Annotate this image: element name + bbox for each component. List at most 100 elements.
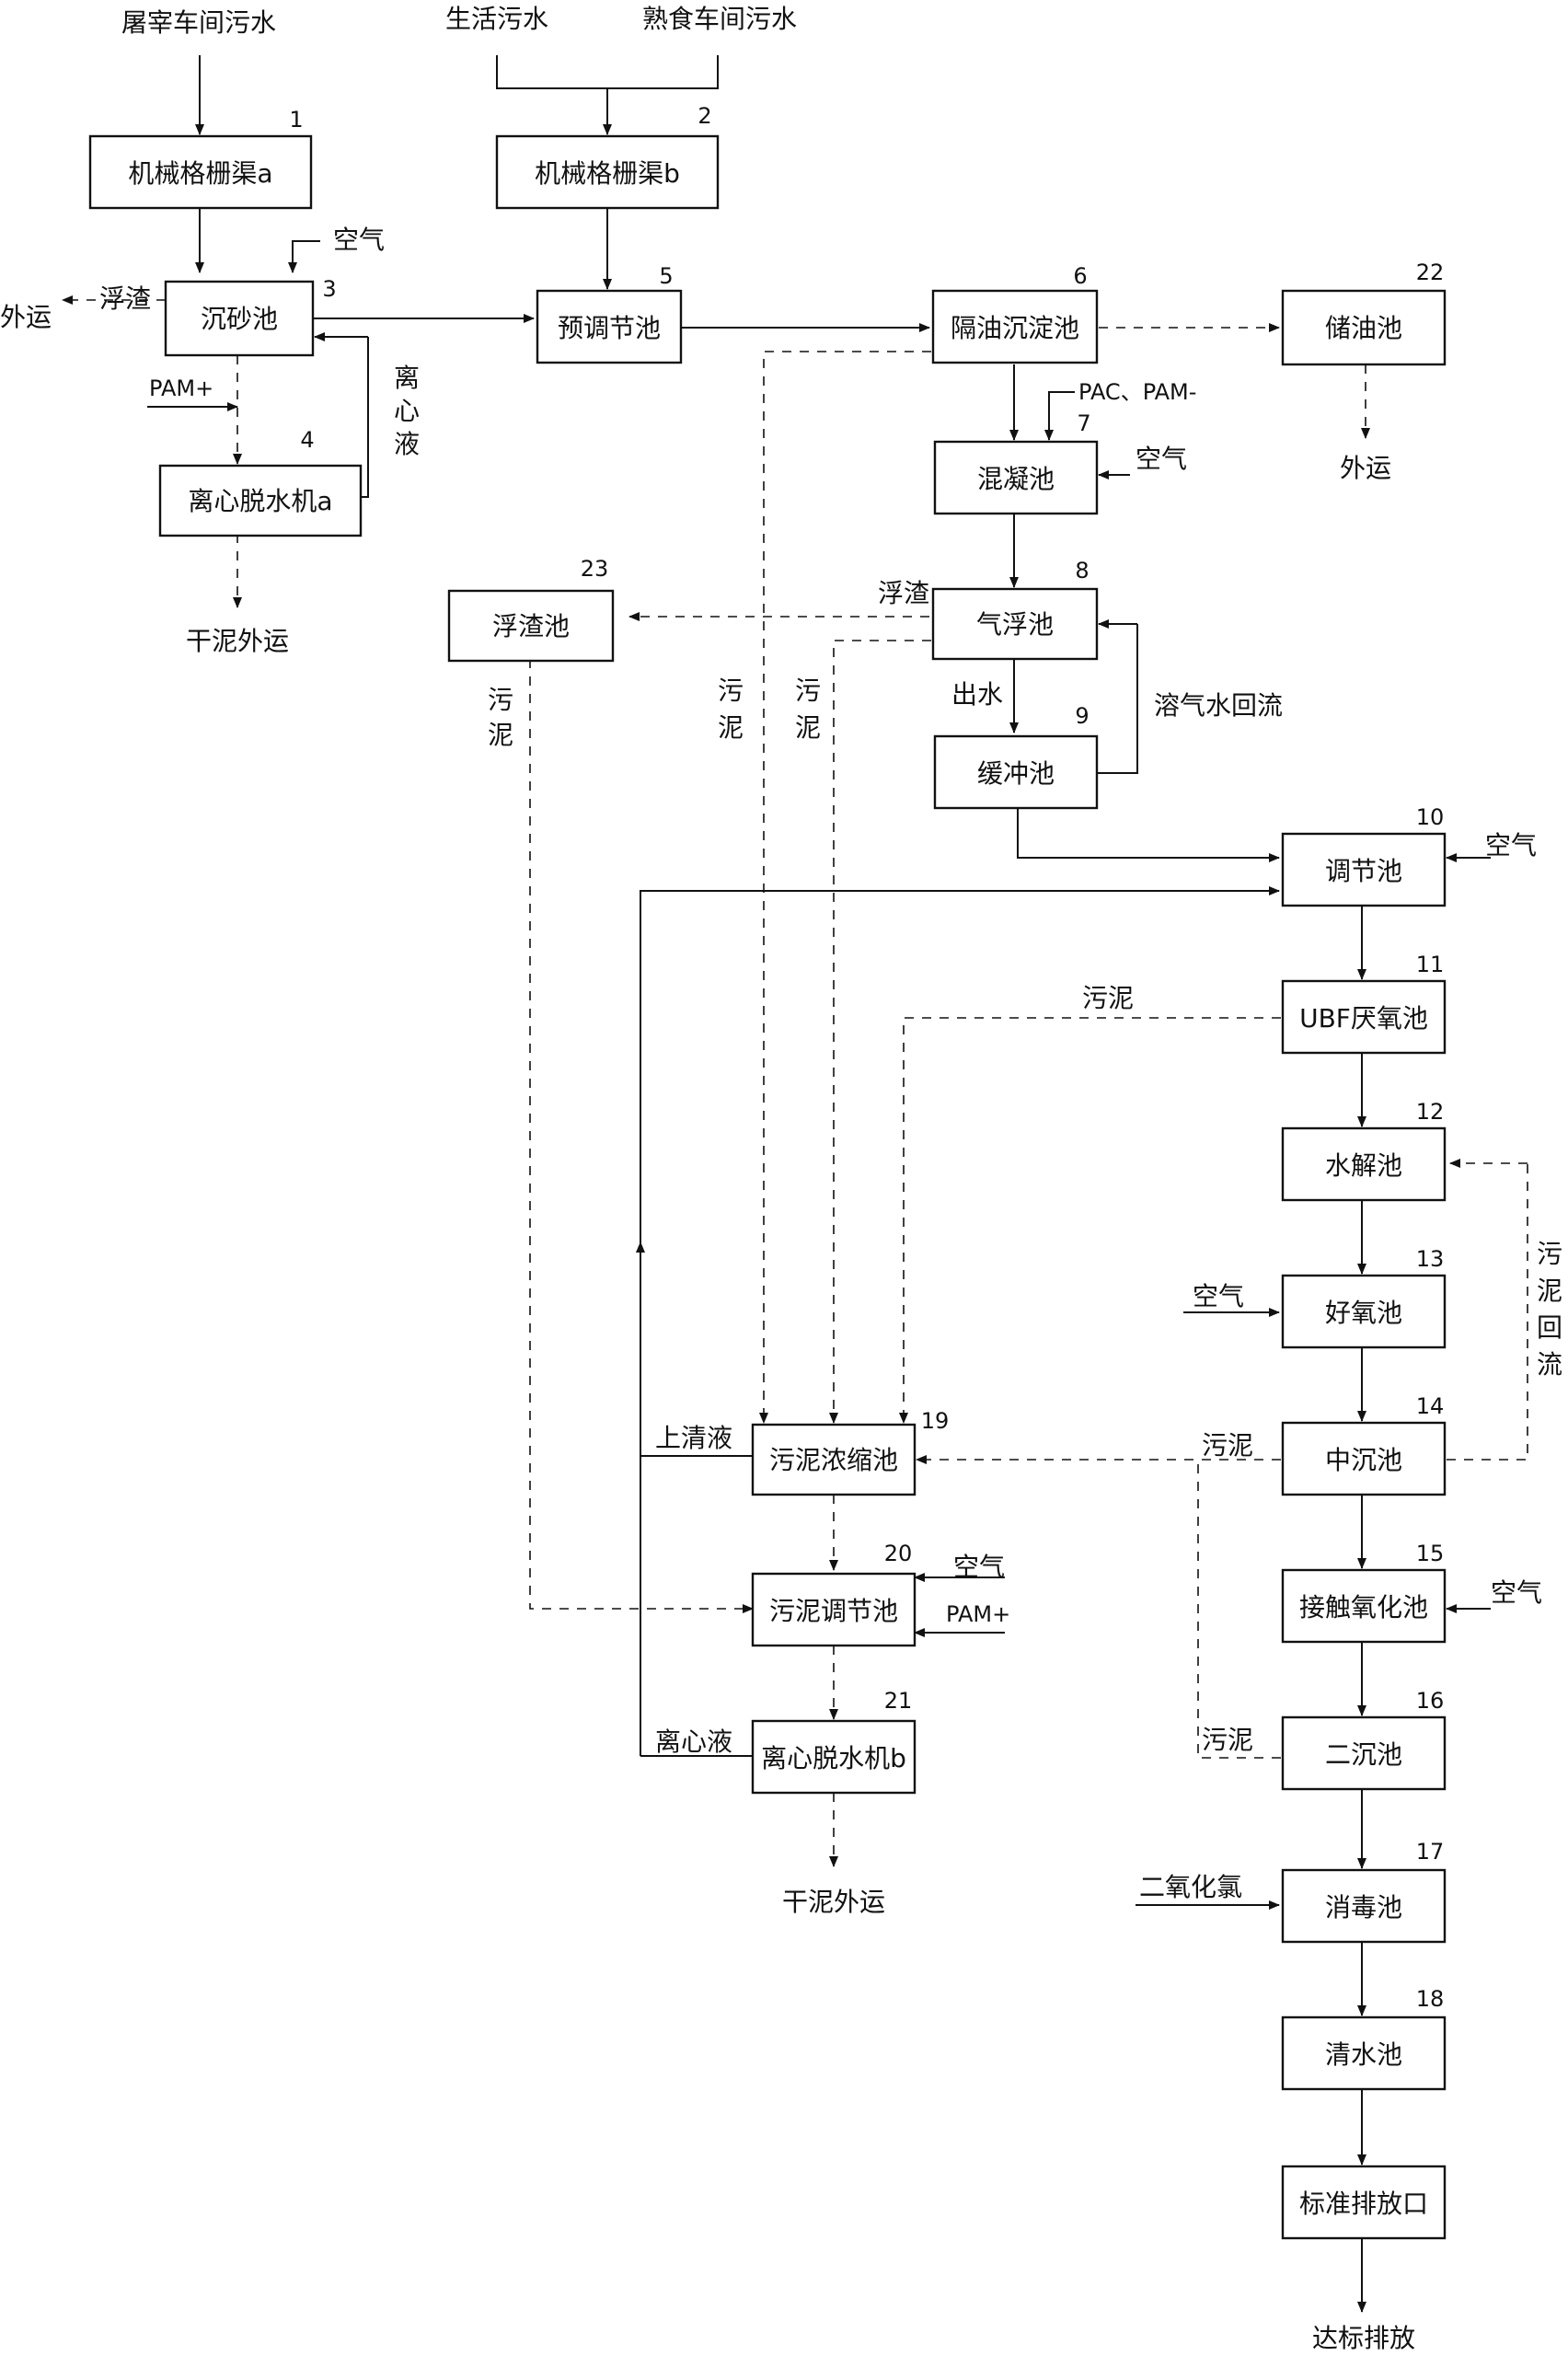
- sludge-label: 污泥: [1202, 1725, 1253, 1755]
- box-number: 23: [581, 556, 609, 582]
- centrate-label: 离 心 液: [394, 363, 428, 459]
- box-number: 13: [1416, 1246, 1445, 1272]
- box-20: 污泥调节池 20: [751, 1541, 917, 1647]
- box-14: 中沉池 14: [1281, 1393, 1447, 1496]
- air-label: 空气: [1485, 830, 1537, 860]
- source-domestic-label: 生活污水: [445, 4, 548, 34]
- annotations: 屠宰车间污水 生活污水 熟食车间污水 空气 浮渣 外运 PAM+ 离 心 液 干…: [0, 4, 1568, 2353]
- centrate-char: 离: [394, 363, 420, 393]
- box-label: 中沉池: [1325, 1445, 1402, 1475]
- box-number: 4: [300, 427, 314, 453]
- box-outlet: 标准排放口: [1281, 2165, 1447, 2240]
- air-label: 空气: [1193, 1281, 1244, 1311]
- box-number: 6: [1073, 263, 1087, 289]
- outbound-label: 外运: [1340, 453, 1391, 483]
- supernatant-label: 上清液: [655, 1423, 732, 1453]
- box-number: 7: [1077, 410, 1090, 436]
- box-label: 混凝池: [977, 464, 1055, 494]
- box-number: 5: [659, 263, 673, 289]
- pam-label: PAM+: [946, 1601, 1010, 1627]
- centrate-char: 心: [394, 396, 420, 426]
- scum-label: 浮渣: [99, 283, 151, 314]
- box-number: 8: [1075, 558, 1089, 583]
- box-2: 机械格栅渠b 2: [495, 103, 720, 210]
- box-number: 22: [1416, 260, 1445, 285]
- air-label: 空气: [953, 1552, 1005, 1582]
- outbound-label: 外运: [0, 302, 52, 332]
- sludge-label: 污 泥: [718, 676, 752, 743]
- sludge-return-char: 流: [1537, 1349, 1562, 1380]
- box-17: 消毒池 17: [1281, 1839, 1447, 1944]
- box-label: 离心脱水机b: [761, 1743, 906, 1773]
- box-11: UBF厌氧池 11: [1281, 952, 1447, 1055]
- box-label: 隔油沉淀池: [951, 313, 1079, 343]
- box-label: 污泥浓缩池: [769, 1445, 898, 1475]
- sludge-return-char: 泥: [1537, 1276, 1562, 1306]
- sludge-label: 污 泥: [488, 685, 522, 750]
- box-6: 隔油沉淀池 6: [931, 263, 1099, 364]
- box-number: 16: [1416, 1688, 1445, 1714]
- sludge-return-label: 污 泥 回 流: [1537, 1239, 1568, 1380]
- sludge-label: 污泥: [1082, 983, 1134, 1013]
- sludge-char: 泥: [795, 712, 821, 743]
- pac-pam-label: PAC、PAM-: [1078, 379, 1196, 405]
- box-number: 11: [1416, 952, 1445, 977]
- sludge-return-char: 回: [1537, 1312, 1562, 1343]
- chlorine-dioxide-label: 二氧化氯: [1139, 1872, 1242, 1902]
- box-label: 接触氧化池: [1299, 1592, 1428, 1623]
- pam-label: PAM+: [149, 375, 213, 401]
- sludge-char: 污: [718, 676, 744, 706]
- box-23: 浮渣池 23: [447, 556, 615, 663]
- box-number: 3: [322, 276, 336, 302]
- box-number: 20: [884, 1541, 913, 1566]
- box-19: 污泥浓缩池 19: [751, 1408, 949, 1496]
- box-number: 9: [1075, 703, 1089, 729]
- box-15: 接触氧化池 15: [1281, 1541, 1447, 1644]
- box-9: 缓冲池 9: [933, 703, 1099, 810]
- air-label: 空气: [1136, 444, 1187, 474]
- box-label: 离心脱水机a: [188, 486, 332, 516]
- box-12: 水解池 12: [1281, 1099, 1447, 1202]
- recycle-label: 溶气水回流: [1154, 690, 1283, 721]
- box-label: 预调节池: [558, 313, 661, 343]
- scum-label: 浮渣: [878, 578, 929, 608]
- box-3: 沉砂池 3: [164, 276, 337, 357]
- box-1: 机械格栅渠a 1: [88, 107, 313, 210]
- dry-sludge-label: 干泥外运: [782, 1887, 885, 1917]
- sludge-char: 泥: [488, 720, 513, 750]
- box-number: 21: [884, 1688, 913, 1714]
- box-label: 机械格栅渠a: [128, 158, 272, 189]
- box-7: 混凝池 7: [933, 410, 1099, 515]
- dashed-sludge-lines: [62, 295, 1528, 1867]
- box-18: 清水池 18: [1281, 1986, 1447, 2091]
- box-number: 1: [289, 107, 303, 133]
- box-label: 气浮池: [976, 609, 1054, 640]
- dry-sludge-label: 干泥外运: [186, 626, 289, 656]
- box-22: 储油池 22: [1281, 260, 1447, 366]
- box-label: 缓冲池: [977, 758, 1055, 789]
- box-4: 离心脱水机a 4: [158, 427, 363, 537]
- box-label: UBF厌氧池: [1299, 1003, 1428, 1034]
- box-number: 18: [1416, 1986, 1445, 2012]
- box-label: 沉砂池: [201, 304, 278, 334]
- sludge-char: 污: [795, 676, 821, 706]
- solid-flow-lines: [147, 55, 1491, 2313]
- air-label: 空气: [333, 225, 385, 255]
- discharge-label: 达标排放: [1312, 2323, 1415, 2353]
- box-number: 17: [1416, 1839, 1445, 1865]
- box-label: 清水池: [1325, 2039, 1402, 2070]
- box-label: 调节池: [1325, 856, 1402, 886]
- box-8: 气浮池 8: [931, 558, 1099, 661]
- box-13: 好氧池 13: [1281, 1246, 1447, 1349]
- sludge-label: 污泥: [1202, 1430, 1253, 1461]
- box-number: 14: [1416, 1393, 1445, 1419]
- centrate-char: 液: [394, 429, 420, 459]
- sludge-label: 污 泥: [795, 676, 829, 743]
- centrate-label: 离心液: [655, 1727, 732, 1757]
- box-label: 水解池: [1325, 1150, 1402, 1181]
- box-number: 10: [1416, 804, 1445, 830]
- source-cooked-label: 熟食车间污水: [642, 4, 797, 34]
- sludge-char: 污: [488, 685, 513, 715]
- box-label: 标准排放口: [1299, 2189, 1428, 2219]
